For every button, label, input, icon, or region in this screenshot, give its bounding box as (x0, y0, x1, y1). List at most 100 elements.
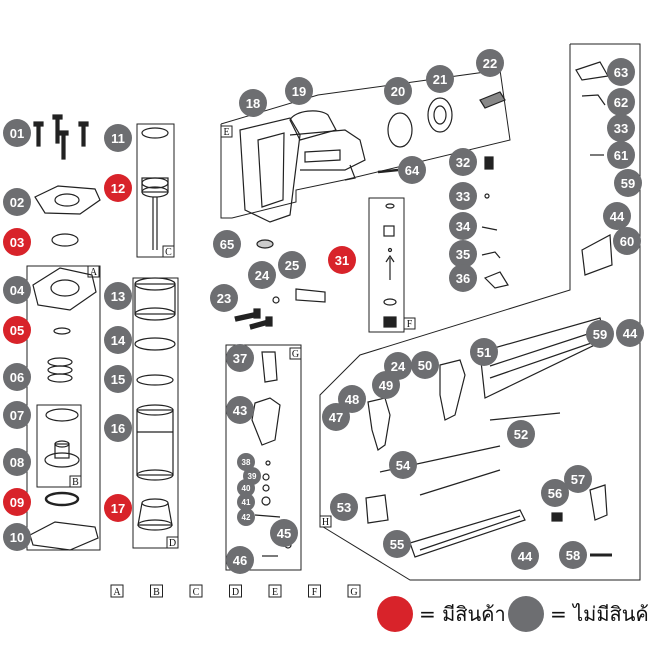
part-number-35: 35 (456, 247, 470, 262)
part-callout-40: 40 (237, 479, 255, 497)
spring-icon (47, 357, 73, 383)
part-number-61: 61 (614, 148, 628, 163)
bottom-letter-g: G (347, 584, 361, 598)
part-badge-52 (507, 420, 535, 448)
part-number-44: 44 (623, 326, 638, 341)
bumper-icon (137, 498, 173, 531)
part-callout-18: 18 (239, 89, 267, 117)
disc-icon (51, 233, 79, 247)
part-number-44: 44 (518, 549, 533, 564)
part-number-01: 01 (10, 126, 24, 141)
part-badge-18 (239, 89, 267, 117)
part-badge-54 (389, 451, 417, 479)
part-number-55: 55 (390, 537, 404, 552)
part-badge-63 (607, 58, 635, 86)
part-number-51: 51 (477, 345, 491, 360)
part-badge-44 (616, 319, 644, 347)
part-badge-51 (470, 338, 498, 366)
part-callout-41: 41 (237, 493, 255, 511)
part-badge-46 (226, 546, 254, 574)
part-number-24: 24 (255, 268, 270, 283)
frame-letter-f-text: F (407, 319, 413, 330)
frame-letter-e-text: E (223, 127, 229, 138)
part-number-53: 53 (337, 500, 351, 515)
part-badge-05 (3, 316, 31, 344)
part-number-45: 45 (277, 526, 291, 541)
frame-letter-g: G (289, 347, 302, 360)
part-badge-58 (559, 541, 587, 569)
end-cap-icon (427, 97, 453, 133)
bottom-letter-text: E (272, 587, 278, 598)
base-gasket-icon (29, 521, 99, 551)
part-badge-48 (338, 385, 366, 413)
part-badge-20 (384, 77, 412, 105)
part-callout-11: 11 (104, 124, 132, 152)
part-number-59: 59 (621, 176, 635, 191)
part-badge-09 (3, 488, 31, 516)
bottom-letter-text: G (350, 587, 357, 598)
part-badge-40 (237, 479, 255, 497)
part-number-33: 33 (614, 121, 628, 136)
frame-letter-g-text: G (292, 349, 299, 360)
part-badge-02 (3, 188, 31, 216)
part-callout-05: 05 (3, 316, 31, 344)
part-badge-35 (449, 240, 477, 268)
part-badge-64 (398, 156, 426, 184)
sleeve-icon (289, 110, 337, 141)
part-number-46: 46 (233, 553, 247, 568)
part-callout-60: 60 (613, 227, 641, 255)
piston-driver-icon (141, 177, 169, 250)
screws-icon (33, 114, 89, 160)
part-callout-37: 37 (226, 344, 254, 372)
screw-64-icon (377, 168, 399, 174)
part-number-08: 08 (10, 455, 24, 470)
part-callout-33: 33 (449, 182, 477, 210)
part-badge-07 (3, 401, 31, 429)
part-badge-38 (237, 453, 255, 471)
part-callout-17: 17 (104, 494, 132, 522)
bottom-letter-c: C (189, 584, 203, 598)
part-badge-19 (285, 77, 313, 105)
part-number-59: 59 (593, 327, 607, 342)
part-badge-60 (613, 227, 641, 255)
legend-available-dot (377, 596, 413, 632)
part-number-34: 34 (456, 219, 471, 234)
part-callout-44-1: 44 (616, 319, 644, 347)
bottom-letter-text: F (312, 587, 318, 598)
part-number-15: 15 (111, 372, 125, 387)
part-number-02: 02 (10, 195, 24, 210)
cylinder-icon (136, 404, 174, 481)
ball-33-icon (484, 193, 490, 199)
part-callout-02: 02 (3, 188, 31, 216)
top-cap-icon (32, 267, 97, 311)
bottom-letter-d: D (229, 584, 242, 598)
part-callout-42: 42 (237, 508, 255, 526)
part-number-22: 22 (483, 56, 497, 71)
o-ring-small-icon (53, 327, 71, 335)
part-callout-31: 31 (328, 246, 356, 274)
part-callout-13: 13 (104, 282, 132, 310)
part-callout-32: 32 (449, 148, 477, 176)
part-callout-65: 65 (213, 230, 241, 258)
part-callout-38: 38 (237, 453, 255, 471)
part-badge-59 (614, 169, 642, 197)
part-number-09: 09 (10, 495, 24, 510)
bottom-letter-b: B (150, 584, 163, 598)
part-badge-59 (586, 320, 614, 348)
part-callout-59-2: 59 (586, 320, 614, 348)
part-number-14: 14 (111, 333, 126, 348)
f-group-parts-icon (383, 203, 397, 328)
part-badge-16 (104, 414, 132, 442)
part-callout-24: 24 (248, 261, 276, 289)
part-badge-15 (104, 365, 132, 393)
part-callout-16: 16 (104, 414, 132, 442)
part-callout-43: 43 (226, 396, 254, 424)
part-callout-62: 62 (607, 88, 635, 116)
part-number-19: 19 (292, 84, 306, 99)
part-badge-12 (104, 174, 132, 202)
group-frame-letters: A B C D E F G H (69, 125, 416, 549)
g-group-parts-icon (251, 351, 292, 557)
part-badge-42 (237, 508, 255, 526)
part-badge-08 (3, 448, 31, 476)
